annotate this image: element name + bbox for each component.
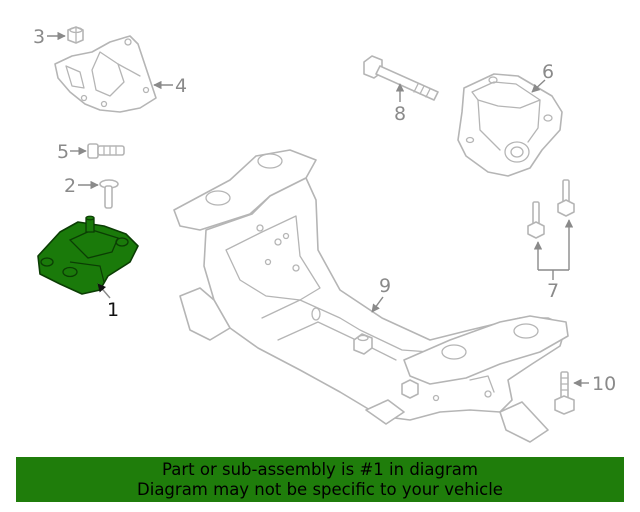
callout-10: 10 (592, 373, 616, 395)
part-5-bolt (87, 143, 125, 159)
callout-9: 9 (379, 275, 391, 297)
callout-3: 3 (33, 26, 45, 48)
part-9-subframe (173, 149, 569, 443)
callout-4: 4 (175, 75, 187, 97)
part-2-stud (99, 179, 119, 209)
part-3-nut (67, 26, 84, 44)
callout-2: 2 (64, 175, 76, 197)
leader-9 (371, 296, 384, 313)
part-4-bracket (54, 35, 157, 113)
banner-line-2: Diagram may not be specific to your vehi… (137, 480, 503, 499)
callout-5: 5 (57, 141, 69, 163)
part-1-engine-mount (37, 215, 139, 295)
part-8-bolt (363, 55, 439, 101)
info-banner: Part or sub-assembly is #1 in diagram Di… (16, 457, 624, 502)
callout-7: 7 (547, 280, 559, 302)
part-6-transmission-mount (457, 73, 563, 177)
banner-line-1: Part or sub-assembly is #1 in diagram (162, 460, 478, 479)
leader-6 (531, 79, 546, 93)
callout-8: 8 (394, 103, 406, 125)
leader-1 (97, 283, 111, 299)
part-10-bolt (554, 371, 575, 415)
callout-1: 1 (107, 299, 119, 321)
part-7-bolts (527, 179, 575, 239)
callout-6: 6 (542, 61, 554, 83)
